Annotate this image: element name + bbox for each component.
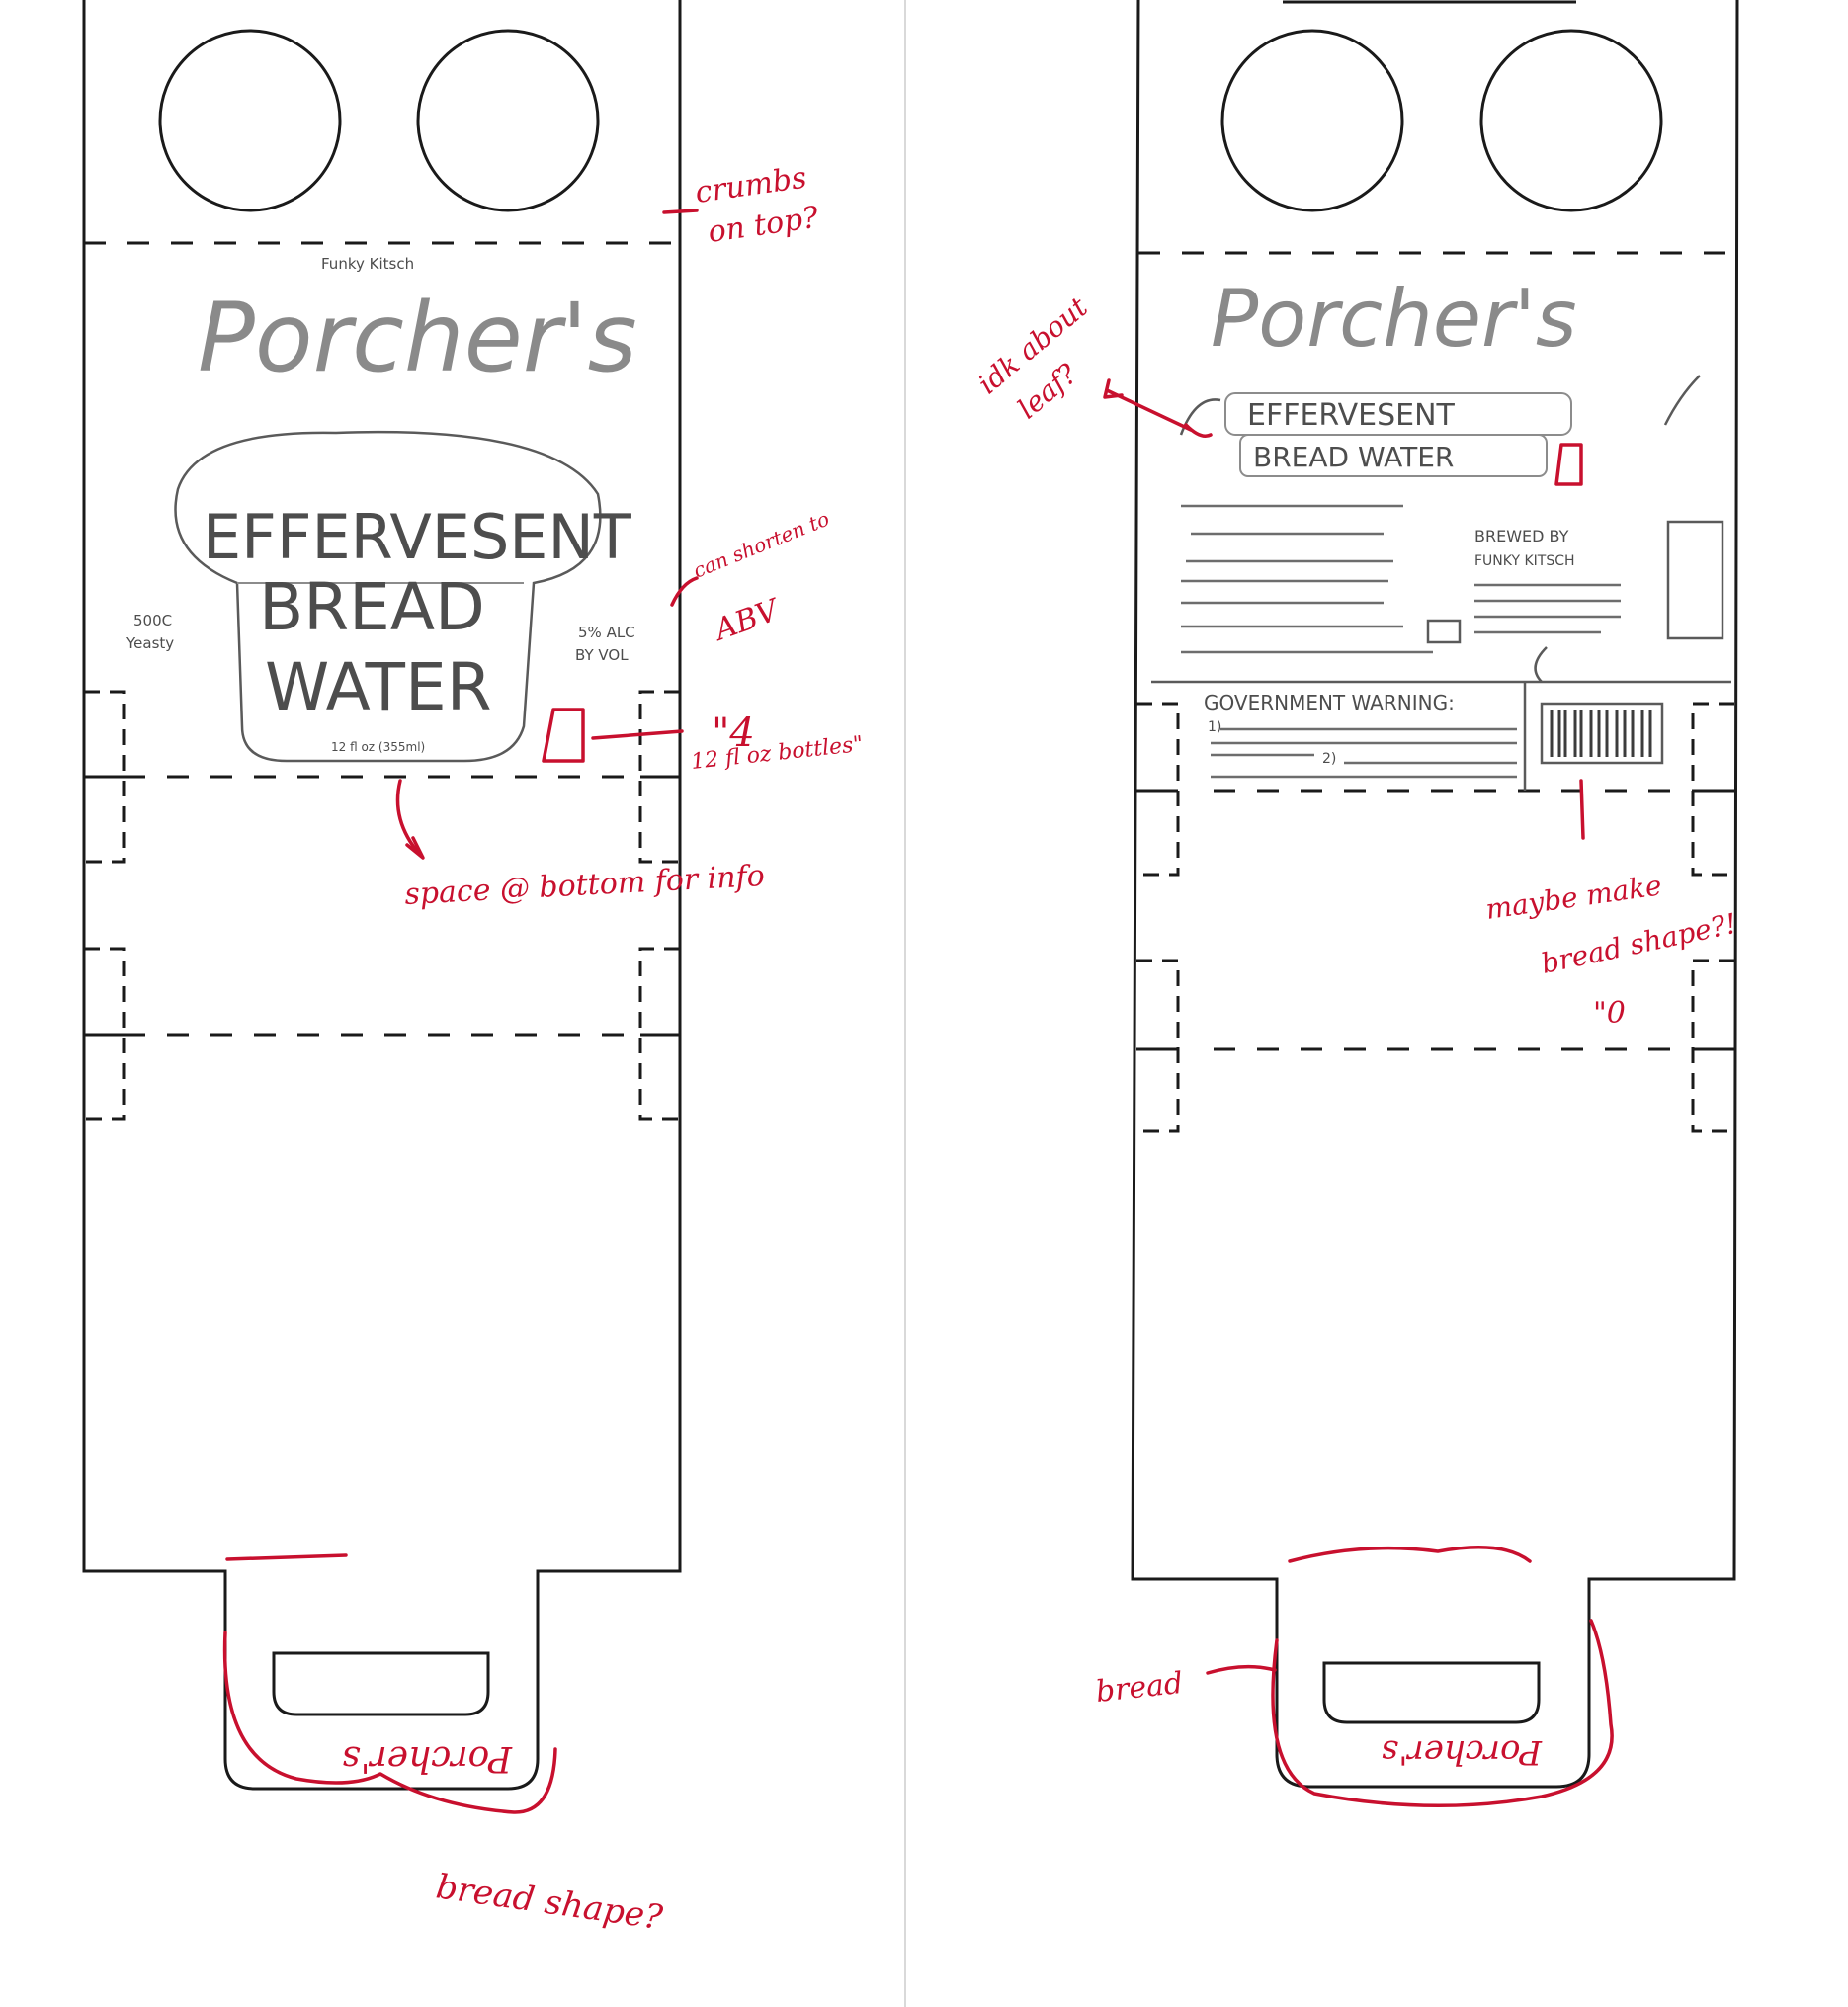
barcode-icon: [1540, 702, 1664, 765]
front-label-sketch: Funky Kitsch Porcher's EFFERVESENT BREAD…: [126, 255, 637, 763]
front-review-notes: crumbs on top? can shorten to ABV "4 12 …: [222, 160, 865, 1938]
right-side-text: 5% ALC: [578, 624, 635, 641]
left-side-text: 500C: [133, 612, 172, 629]
bottle-hole-icon[interactable]: [1479, 29, 1663, 212]
envelope-icon: [1426, 619, 1462, 644]
handle-cutout[interactable]: [272, 1651, 490, 1716]
note-bread-snap: bread shape?!: [1539, 907, 1740, 980]
bread-shape-outline: [1271, 1546, 1614, 1808]
product-line: WATER: [265, 649, 492, 725]
brewed-by-text: BREWED BY: [1474, 527, 1569, 545]
recycle-mark: [1534, 646, 1548, 683]
volume-text: 12 fl oz (355ml): [331, 740, 425, 754]
product-line: BREAD WATER: [1253, 441, 1454, 473]
note-bread: bread: [1094, 1666, 1185, 1710]
brand-script: Porcher's: [1211, 273, 1577, 365]
note-tick: "0: [1593, 996, 1626, 1031]
front-panel: Funky Kitsch Porcher's EFFERVESENT BREAD…: [82, 0, 865, 1938]
note-abv: can shorten to: [690, 507, 833, 583]
handle-cutout[interactable]: [1322, 1661, 1541, 1724]
bottle-hole-icon[interactable]: [158, 29, 342, 212]
side-slot: [1691, 959, 1734, 1133]
brewer-name-small: Funky Kitsch: [321, 255, 414, 273]
front-dieline-outline: [82, 0, 682, 1791]
side-slot: [1136, 959, 1180, 1133]
back-panel: Porcher's EFFERVESENT BREAD WATER BREWED…: [971, 0, 1740, 1808]
product-line: EFFERVESENT: [203, 501, 632, 573]
brand-script: Porcher's: [198, 283, 637, 393]
bread-shape-outline: [222, 1631, 557, 1814]
left-side-text: Yeasty: [126, 634, 174, 652]
note-bread-shape: bread shape?: [434, 1867, 666, 1938]
product-line: EFFERVESENT: [1247, 398, 1456, 433]
wheat-leaf-icon: [1179, 375, 1701, 436]
back-dieline-outline: [1131, 0, 1739, 1789]
note-bread-snap: maybe make: [1483, 869, 1663, 926]
government-warning: GOVERNMENT WARNING:: [1204, 691, 1455, 714]
note-space: space @ bottom for info: [404, 859, 766, 912]
bottle-icon: [1554, 443, 1583, 486]
bottle-hole-icon[interactable]: [1220, 29, 1404, 212]
tab-word-flipped: Porcher's: [342, 1738, 513, 1779]
warning-item: 2): [1322, 751, 1336, 767]
note-crumbs: on top?: [706, 201, 821, 250]
bottle-hole-icon[interactable]: [416, 29, 600, 212]
product-line: BREAD: [259, 569, 485, 645]
brewed-by-text: FUNKY KITSCH: [1474, 553, 1575, 569]
side-slot: [1691, 702, 1734, 877]
note-bottles: "4: [712, 711, 755, 756]
bottle-icon: [542, 708, 585, 763]
bread-loaf-icon: [174, 430, 602, 763]
side-slot: [1136, 702, 1180, 877]
side-panel-sketch: [1666, 520, 1724, 640]
note-abv: ABV: [708, 592, 786, 648]
tab-word-flipped: Porcher's: [1382, 1732, 1543, 1772]
right-side-text: BY VOL: [575, 646, 629, 664]
back-label-sketch: Porcher's EFFERVESENT BREAD WATER BREWED…: [1151, 273, 1731, 791]
warning-item: 1): [1208, 719, 1221, 735]
